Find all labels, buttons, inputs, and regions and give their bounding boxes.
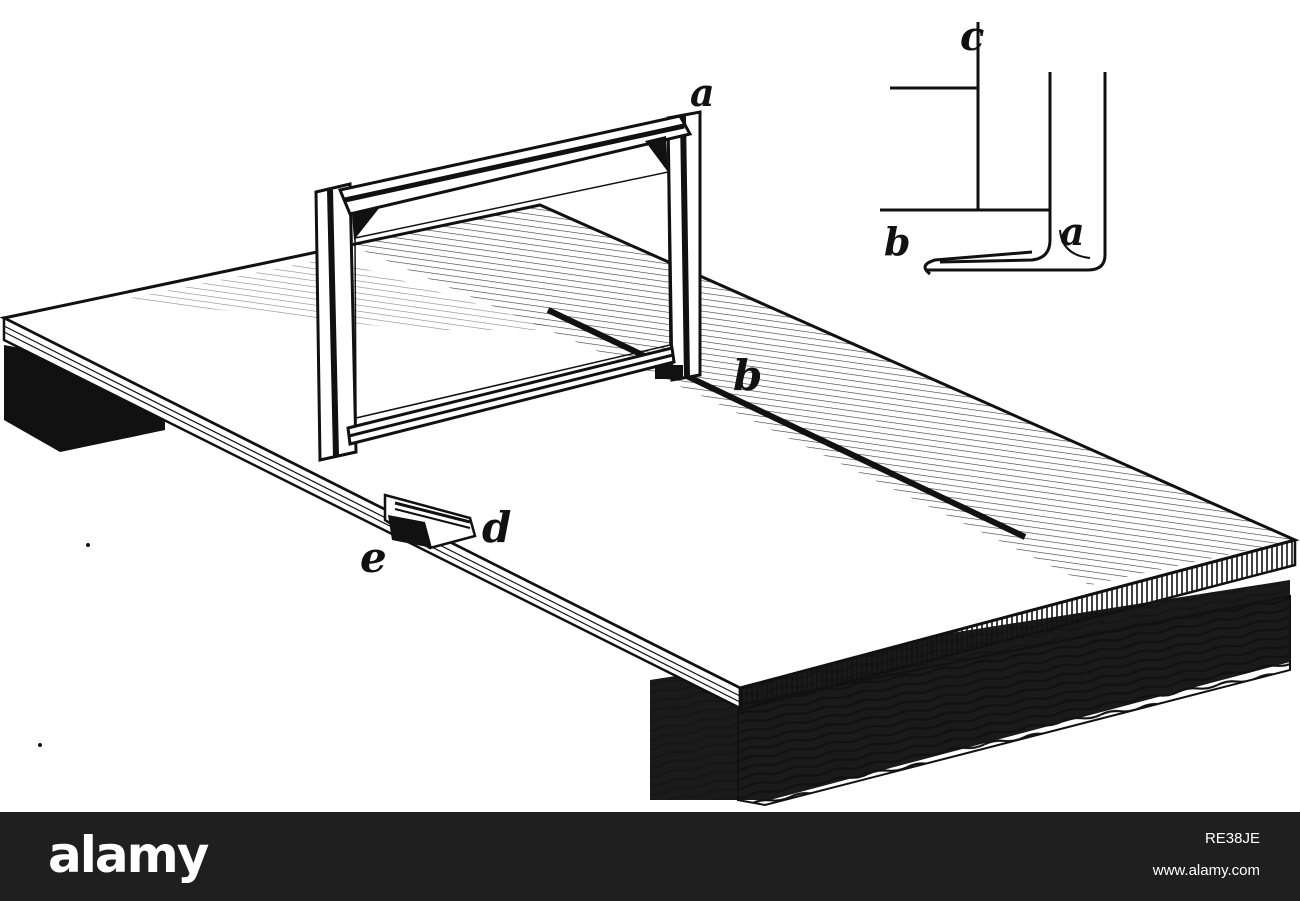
speck [38,743,42,747]
woodcut-figure: a b d e c a b [0,13,1300,807]
label-b-inset: b [884,219,911,264]
label-c-inset: c [960,13,984,60]
frame [314,110,702,462]
website-url: www.alamy.com [1152,862,1260,879]
board-end-edge [738,538,1297,712]
inset-diagram [880,22,1107,276]
label-d-main: d [482,503,511,552]
groove-line [546,307,1027,540]
alamy-logo: alamy [48,826,209,884]
speck [86,543,90,547]
label-a-main: a [690,70,715,115]
label-e-main: e [360,533,387,582]
right-support-block [650,580,1291,807]
clip-detail [383,493,477,550]
label-a-inset: a [1060,209,1085,254]
watermark-bar: alamy RE38JE www.alamy.com [0,812,1300,901]
image-id: RE38JE [1204,830,1260,847]
label-b-main: b [733,351,762,400]
